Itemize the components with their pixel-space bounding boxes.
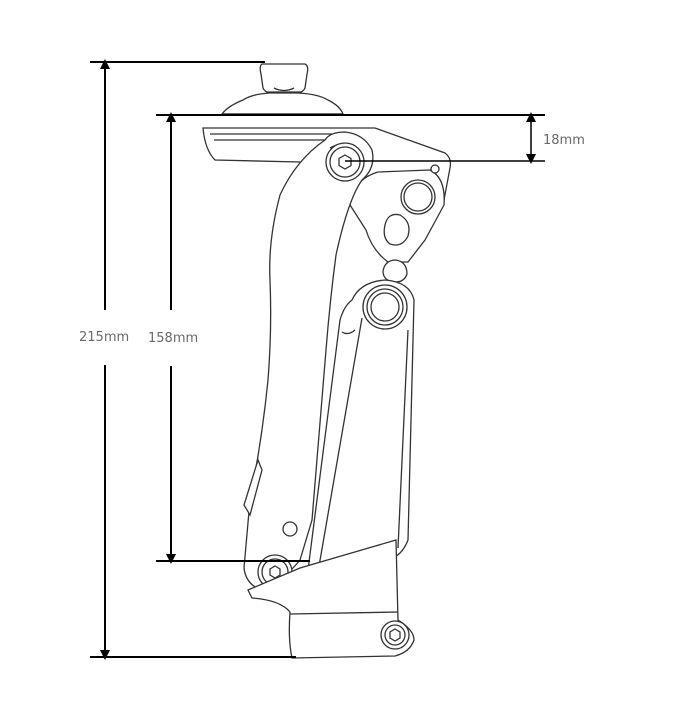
hydraulic-strut [307,279,415,585]
pyramid-adapter [220,63,344,115]
tube-clamp [247,539,415,659]
overall-height-label: 215mm [79,328,130,347]
rear-link [349,164,445,283]
dimension-overall-height [90,59,296,660]
dimension-knee-offset [345,112,545,164]
dimension-build-height [156,112,545,564]
build-height-label: 158mm [148,329,199,348]
knee-offset-label: 18mm [543,133,585,148]
